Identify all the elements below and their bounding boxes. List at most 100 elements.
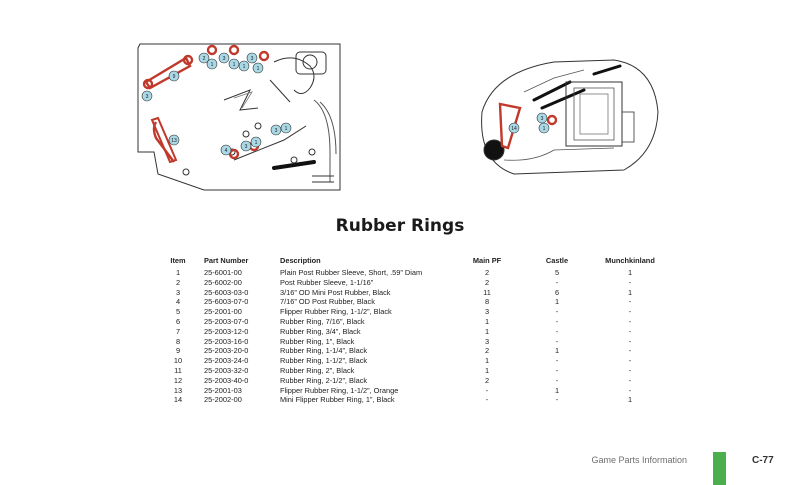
cell-munchkinland: - <box>628 356 632 366</box>
cell-main-pf: 2 <box>484 277 490 287</box>
cell-castle: - <box>555 307 559 317</box>
svg-text:1: 1 <box>233 62 236 68</box>
cell-item: 11 <box>174 365 182 375</box>
svg-text:2: 2 <box>203 56 206 62</box>
cell-item: 6 <box>175 316 181 326</box>
svg-text:13: 13 <box>171 138 177 144</box>
cell-castle: 6 <box>554 287 560 297</box>
callout: 4 <box>220 144 232 156</box>
parts-table-body: 1 25-6001-00 Plain Post Rubber Sleeve, Sho… <box>152 268 670 405</box>
cell-part-number: 25-2003-24-0 <box>204 356 249 366</box>
cell-munchkinland: - <box>628 277 632 287</box>
cell-item: 14 <box>173 395 183 405</box>
callout: 1 <box>252 62 264 74</box>
cell-munchkinland: - <box>628 385 632 395</box>
cell-part-number: 25-2003-32-0 <box>204 365 249 375</box>
cell-item: 4 <box>175 297 181 307</box>
cell-main-pf: 2 <box>484 268 490 277</box>
cell-item: 3 <box>175 287 181 297</box>
cell-description: Flipper Rubber Ring, 1-1/2”, Orange <box>280 385 399 395</box>
callout: 1 <box>538 122 550 134</box>
cell-munchkinland: - <box>628 307 632 317</box>
table-row: 5 25-2001-00 Flipper Rubber Ring, 1-1/2”, … <box>152 307 670 317</box>
cell-description: Flipper Rubber Ring, 1-1/2”, Black <box>280 307 392 317</box>
table-row: 1 25-6001-00 Plain Post Rubber Sleeve, Sho… <box>152 268 670 278</box>
header-item: Item <box>170 256 186 265</box>
header-munchkinland: Munchkinland <box>605 256 655 265</box>
callout: 1 <box>238 60 250 72</box>
header-part-number: Part Number <box>204 256 249 265</box>
cell-munchkinland: - <box>628 316 632 326</box>
cell-part-number: 25-2003-12-0 <box>204 326 249 336</box>
callout: 14 <box>508 122 520 134</box>
cell-castle: 1 <box>554 346 560 356</box>
parts-table: Item Part Number Description Main PF Cas… <box>152 256 670 405</box>
svg-text:3: 3 <box>251 56 254 62</box>
callout: 13 <box>168 134 180 146</box>
callout: 1 <box>206 58 218 70</box>
cell-munchkinland: - <box>628 346 632 356</box>
castle-diagram: 14 3 1 <box>481 59 659 175</box>
cell-main-pf: 1 <box>484 356 490 366</box>
cell-main-pf: 11 <box>483 287 491 297</box>
cell-main-pf: 1 <box>484 316 490 326</box>
svg-text:1: 1 <box>211 62 214 68</box>
svg-text:14: 14 <box>511 126 517 132</box>
cell-main-pf: - <box>485 385 489 395</box>
cell-castle: - <box>555 375 559 385</box>
table-header-row: Item Part Number Description Main PF Cas… <box>152 256 670 268</box>
cell-part-number: 25-2002-00 <box>204 395 242 405</box>
cell-munchkinland: - <box>628 375 632 385</box>
cell-part-number: 25-6001-00 <box>204 268 242 277</box>
cell-part-number: 25-2001-00 <box>204 307 242 317</box>
cell-main-pf: 1 <box>484 326 490 336</box>
cell-description: Rubber Ring, 3/4”, Black <box>280 326 361 336</box>
svg-text:9: 9 <box>173 74 176 80</box>
cell-description: Post Rubber Sleeve, 1-1/16” <box>280 277 374 287</box>
cell-castle: - <box>555 277 559 287</box>
cell-description: 7/16” OD Post Rubber, Black <box>280 297 375 307</box>
header-main-pf: Main PF <box>472 256 502 265</box>
cell-part-number: 25-2003-20-0 <box>204 346 249 356</box>
cell-castle: - <box>555 395 559 405</box>
callout: 9 <box>168 70 180 82</box>
svg-text:1: 1 <box>257 66 260 72</box>
cell-part-number: 25-2003-07-0 <box>204 316 249 326</box>
cell-item: 10 <box>173 356 183 366</box>
main-playfield-diagram: 2 1 3 1 3 1 1 9 3 13 3 1 4 3 1 <box>137 43 341 191</box>
cell-description: Rubber Ring, 1-1/4”, Black <box>280 346 368 356</box>
footer-section-label: Game Parts Information <box>591 455 687 465</box>
cell-description: Mini Flipper Rubber Ring, 1”, Black <box>280 395 395 405</box>
cell-part-number: 25-6002-00 <box>204 277 242 287</box>
cell-description: Plain Post Rubber Sleeve, Short, .59” Di… <box>280 268 423 277</box>
cell-part-number: 25-2001-03 <box>204 385 242 395</box>
cell-munchkinland: - <box>628 297 632 307</box>
page-title: Rubber Rings <box>335 216 465 236</box>
cell-castle: - <box>555 316 559 326</box>
cell-description: Rubber Ring, 1”, Black <box>280 336 355 346</box>
cell-item: 12 <box>173 375 183 385</box>
page-number: C-77 <box>752 455 774 466</box>
table-row: 14 25-2002-00 Mini Flipper Rubber Ring, 1”… <box>152 395 670 405</box>
cell-item: 5 <box>175 307 181 317</box>
cell-item: 9 <box>175 346 181 356</box>
callout: 1 <box>250 136 262 148</box>
cell-main-pf: 1 <box>484 365 490 375</box>
callout: 3 <box>240 140 252 152</box>
cell-munchkinland: - <box>628 336 632 346</box>
svg-text:1: 1 <box>255 140 258 146</box>
cell-munchkinland: 1 <box>627 268 633 277</box>
cell-castle: - <box>555 365 559 375</box>
cell-item: 1 <box>175 268 181 277</box>
svg-text:3: 3 <box>223 56 226 62</box>
cell-castle: 1 <box>554 297 560 307</box>
